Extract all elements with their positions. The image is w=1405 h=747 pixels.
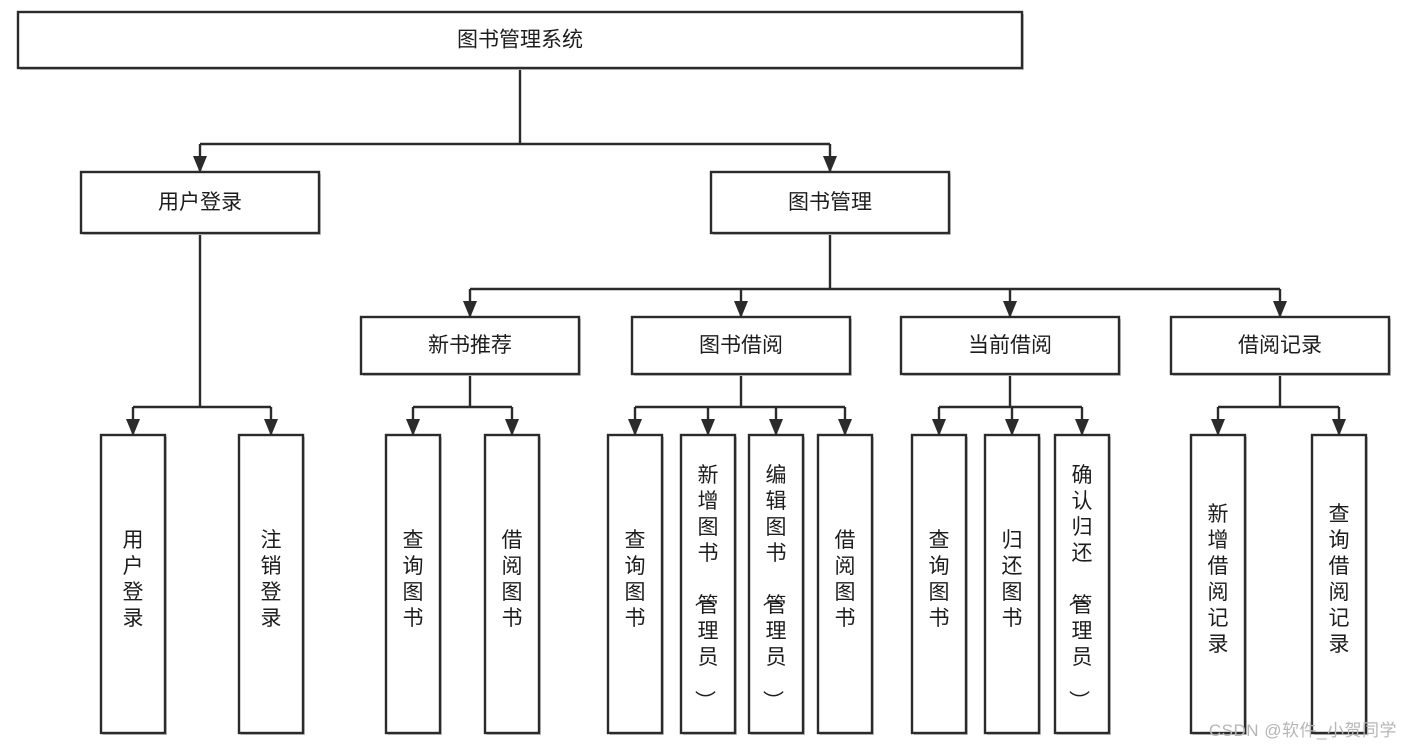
arrow-head	[406, 419, 420, 436]
arrow-head	[823, 156, 837, 173]
node-book_mgmt[interactable]: 图书管理	[709, 170, 951, 235]
node-leaf_query_book_cur[interactable]: 查询图书	[910, 433, 968, 735]
arrow-head	[769, 419, 783, 436]
node-label: 图书管理系统	[457, 29, 583, 52]
edge-group-borrow_record	[1211, 374, 1346, 436]
arrow-head	[463, 301, 477, 318]
node-label: 当前借阅	[968, 334, 1052, 357]
node-leaf_user_login[interactable]: 用户登录	[99, 433, 167, 735]
arrow-head	[1273, 301, 1287, 318]
arrow-head	[1075, 419, 1089, 436]
node-label: 图书管理	[788, 191, 872, 214]
node-label-vertical: 用户登录	[123, 529, 144, 630]
arrow-head	[264, 419, 278, 436]
node-label-vertical: 借阅图书	[502, 529, 523, 630]
node-label-vertical: 新增图书（管理员）	[693, 464, 719, 711]
node-leaf_add_record[interactable]: 新增借阅记录	[1189, 433, 1247, 735]
node-label-vertical: 查询图书	[929, 529, 950, 630]
watermark: CSDN @软件_小贺同学	[1208, 721, 1397, 740]
node-leaf_query_book_new[interactable]: 查询图书	[384, 433, 442, 735]
arrow-head	[734, 301, 748, 318]
node-leaf_borrow_book_new[interactable]: 借阅图书	[483, 433, 541, 735]
arrow-head	[505, 419, 519, 436]
node-label-vertical: 新增借阅记录	[1208, 503, 1229, 656]
node-current_borrow[interactable]: 当前借阅	[899, 315, 1121, 376]
arrow-head	[701, 419, 715, 436]
node-user_login[interactable]: 用户登录	[79, 170, 321, 235]
node-label: 新书推荐	[428, 334, 512, 357]
node-book_borrow[interactable]: 图书借阅	[630, 315, 852, 376]
node-borrow_record[interactable]: 借阅记录	[1169, 315, 1391, 376]
node-label-vertical: 编辑图书（管理员）	[761, 464, 787, 711]
arrow-head	[193, 156, 207, 173]
arrow-head	[1005, 419, 1019, 436]
node-label: 用户登录	[158, 191, 242, 214]
node-leaf_logout[interactable]: 注销登录	[237, 433, 305, 735]
node-root[interactable]: 图书管理系统	[16, 10, 1024, 70]
node-leaf_borrow_book_br[interactable]: 借阅图书	[816, 433, 874, 735]
node-label-vertical: 归还图书	[1002, 529, 1023, 630]
edge-group-current_borrow	[932, 374, 1089, 436]
edge-group-new_book_rec	[406, 374, 519, 436]
edge-group-book_borrow	[628, 374, 852, 436]
node-label-vertical: 确认归还（管理员）	[1067, 464, 1093, 711]
node-leaf_edit_book[interactable]: 编辑图书（管理员）	[747, 433, 805, 735]
node-leaf_query_book_br[interactable]: 查询图书	[606, 433, 664, 735]
node-label-vertical: 借阅图书	[835, 529, 856, 630]
node-leaf_confirm_return[interactable]: 确认归还（管理员）	[1053, 433, 1111, 735]
connector-layer	[126, 68, 1346, 436]
node-label-vertical: 注销登录	[261, 529, 282, 630]
arrow-head	[932, 419, 946, 436]
edge-group-root	[193, 68, 837, 173]
node-label-vertical: 查询图书	[625, 529, 646, 630]
node-layer: 图书管理系统用户登录图书管理新书推荐图书借阅当前借阅借阅记录用户登录注销登录查询…	[16, 10, 1391, 735]
edge-group-book_mgmt	[463, 233, 1287, 318]
node-label-vertical: 查询借阅记录	[1329, 503, 1350, 656]
arrow-head	[1332, 419, 1346, 436]
node-leaf_add_book[interactable]: 新增图书（管理员）	[679, 433, 737, 735]
edge-group-user_login	[126, 233, 278, 436]
node-leaf_query_record[interactable]: 查询借阅记录	[1310, 433, 1368, 735]
node-label: 图书借阅	[699, 334, 783, 357]
arrow-head	[1003, 301, 1017, 318]
node-leaf_return_book[interactable]: 归还图书	[983, 433, 1041, 735]
node-label: 借阅记录	[1238, 334, 1322, 357]
arrow-head	[838, 419, 852, 436]
arrow-head	[126, 419, 140, 436]
arrow-head	[1211, 419, 1225, 436]
arrow-head	[628, 419, 642, 436]
node-new_book_rec[interactable]: 新书推荐	[359, 315, 581, 376]
node-label-vertical: 查询图书	[403, 529, 424, 630]
